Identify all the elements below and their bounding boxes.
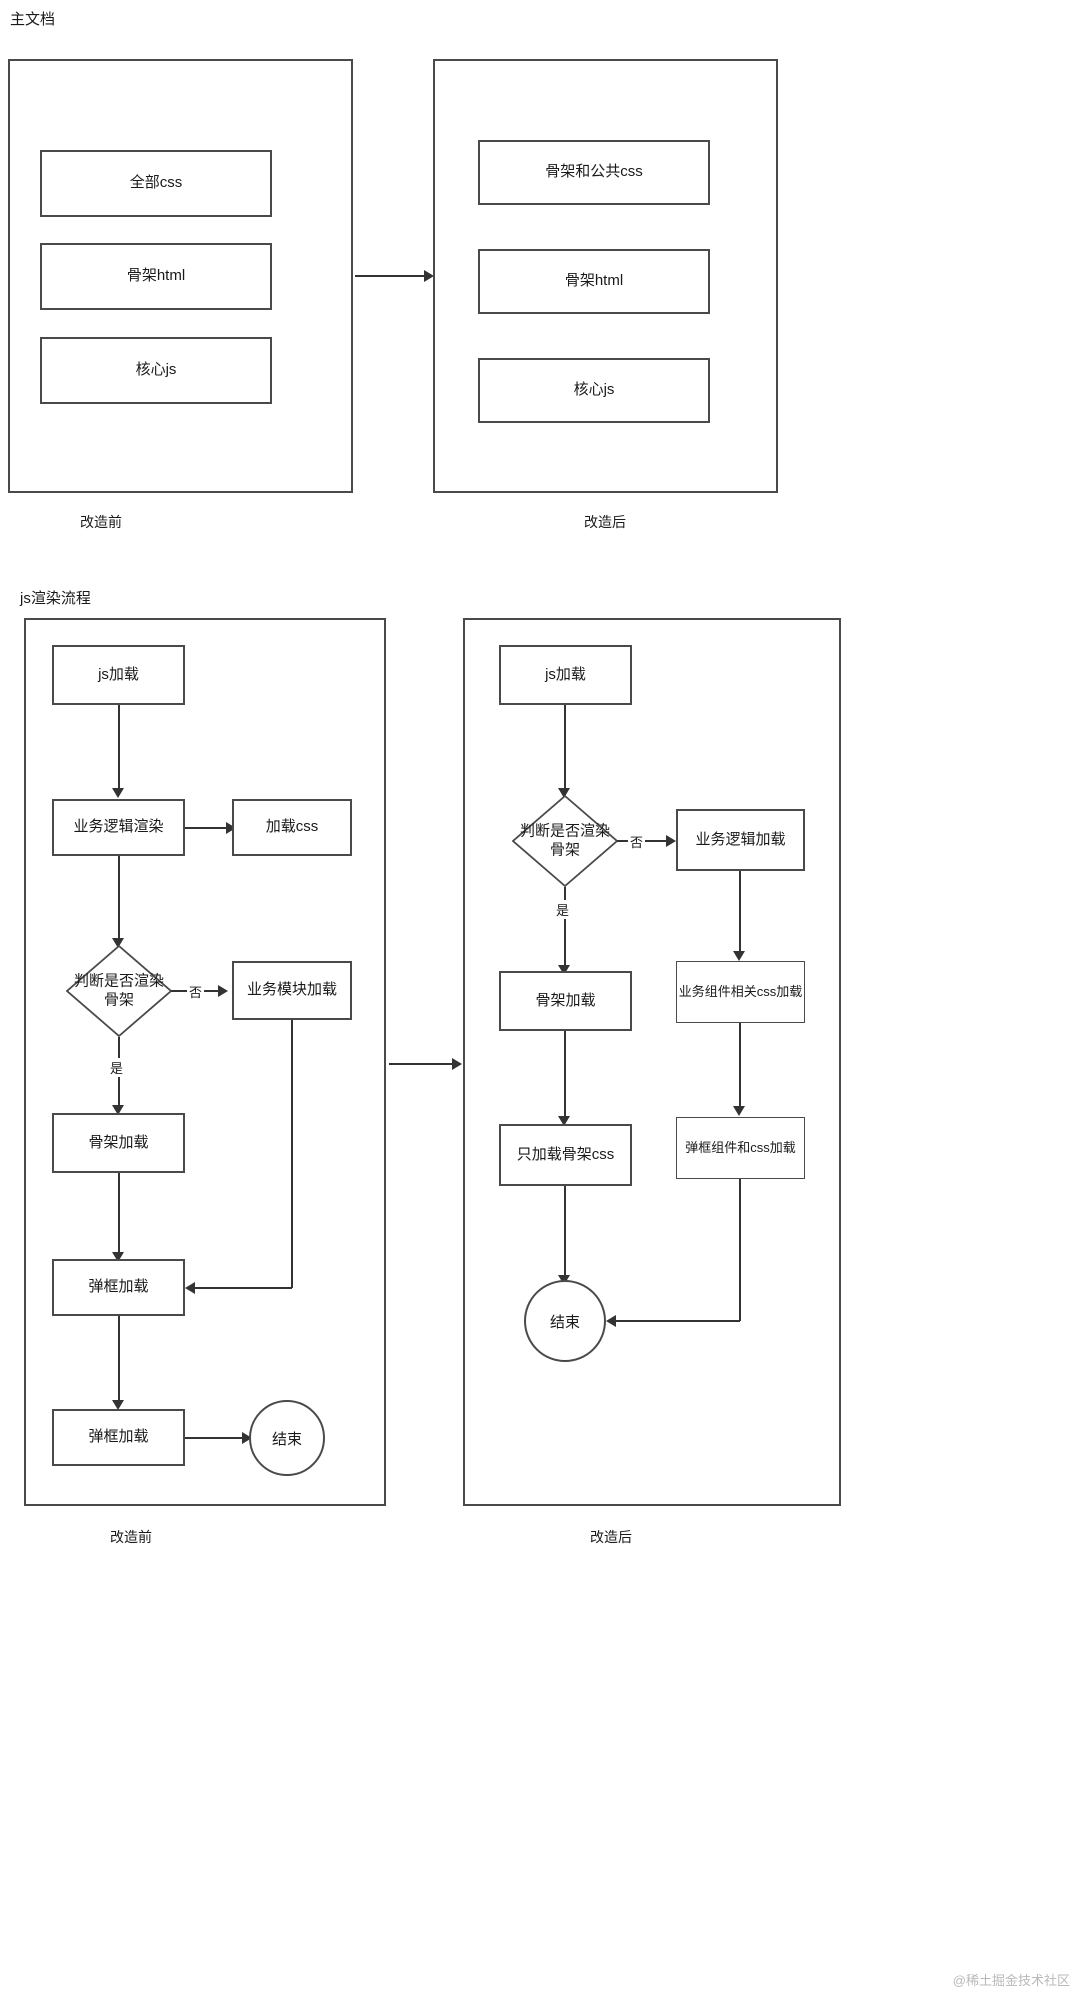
node-modal-load-1[interactable]: 弹框加载 <box>52 1259 185 1316</box>
arrowhead-modalcss-to-end <box>606 1315 616 1327</box>
node-business-logic-load[interactable]: 业务逻辑加载 <box>676 809 805 871</box>
caption-main-after: 改造后 <box>584 514 626 530</box>
arrowhead-module-load-to-modal1 <box>185 1282 195 1294</box>
arrowhead-jsload-to-bizrender <box>112 788 124 798</box>
edge-label-no-after: 否 <box>628 832 646 851</box>
node-core-js-before[interactable]: 核心js <box>40 337 272 404</box>
diamond-shape-icon-after <box>512 795 618 887</box>
arrowhead-main-before-to-after <box>424 270 434 282</box>
connector-modalcss-left-to-end <box>614 1320 740 1322</box>
caption-main-before: 改造前 <box>80 514 122 530</box>
node-skeleton-html-before[interactable]: 骨架html <box>40 243 272 310</box>
arrowhead-jsload-to-decision-after <box>558 788 570 798</box>
arrowhead-bizrender-to-loadcss <box>226 822 236 834</box>
arrowhead-modal2-to-end <box>242 1432 252 1444</box>
node-js-load-before[interactable]: js加载 <box>52 645 185 705</box>
connector-modal1-to-modal2 <box>118 1316 120 1403</box>
connector-onlycss-to-end <box>564 1186 566 1278</box>
arrowhead-flow-before-to-after <box>452 1058 462 1070</box>
connector-bizrender-to-decision <box>118 856 120 942</box>
arrowhead-skeleton-to-onlycss <box>558 1116 570 1126</box>
caption-flow-after: 改造后 <box>590 1529 632 1545</box>
connector-module-load-down <box>291 1020 293 1288</box>
arrowhead-modal1-to-modal2 <box>112 1400 124 1410</box>
arrowhead-decision-no-before <box>218 985 228 997</box>
arrowhead-skeleton-to-modal1 <box>112 1252 124 1262</box>
connector-jsload-to-decision-after <box>564 705 566 791</box>
node-core-js-after[interactable]: 核心js <box>478 358 710 423</box>
node-modal-load-2[interactable]: 弹框加载 <box>52 1409 185 1466</box>
arrowhead-decision-yes-before <box>112 1105 124 1115</box>
edge-label-yes-after: 是 <box>554 900 572 919</box>
node-js-load-after[interactable]: js加载 <box>499 645 632 705</box>
node-skeleton-load-after[interactable]: 骨架加载 <box>499 971 632 1031</box>
watermark: @稀土掘金技术社区 <box>952 1973 1070 1988</box>
arrowhead-decision-yes-after <box>558 965 570 975</box>
diamond-shape-icon <box>66 945 172 1037</box>
section-title-main-document: 主文档 <box>10 11 56 28</box>
js-flow-before-container <box>24 618 386 1506</box>
node-skeleton-html-after[interactable]: 骨架html <box>478 249 710 314</box>
node-decision-render-skeleton-after[interactable]: 判断是否渲染 骨架 <box>512 795 618 887</box>
node-decision-render-skeleton-before[interactable]: 判断是否渲染 骨架 <box>66 945 172 1037</box>
node-modal-component-css-load[interactable]: 弹框组件和css加载 <box>676 1117 805 1179</box>
connector-modal2-to-end <box>185 1437 247 1439</box>
node-end-before[interactable]: 结束 <box>249 1400 325 1476</box>
connector-bizrender-to-loadcss <box>185 827 231 829</box>
connector-module-load-left <box>193 1287 292 1289</box>
connector-compcss-to-modalcss <box>739 1023 741 1109</box>
connector-skeleton-to-onlycss <box>564 1031 566 1119</box>
node-end-after[interactable]: 结束 <box>524 1280 606 1362</box>
connector-bizload-to-compcss <box>739 871 741 954</box>
node-business-module-load[interactable]: 业务模块加载 <box>232 961 352 1020</box>
connector-skeleton-to-modal1 <box>118 1173 120 1255</box>
node-component-css-load[interactable]: 业务组件相关css加载 <box>676 961 805 1023</box>
edge-label-no-before: 否 <box>187 982 205 1001</box>
node-only-skeleton-css[interactable]: 只加载骨架css <box>499 1124 632 1186</box>
edge-label-yes-before: 是 <box>108 1058 126 1077</box>
arrowhead-compcss-to-modalcss <box>733 1106 745 1116</box>
connector-flow-before-to-after <box>389 1063 455 1065</box>
arrowhead-bizload-to-compcss <box>733 951 745 961</box>
node-load-css[interactable]: 加载css <box>232 799 352 856</box>
connector-main-before-to-after <box>355 275 427 277</box>
js-flow-after-container <box>463 618 841 1506</box>
node-all-css[interactable]: 全部css <box>40 150 272 217</box>
arrowhead-bizrender-to-decision <box>112 938 124 948</box>
node-skeleton-and-common-css[interactable]: 骨架和公共css <box>478 140 710 205</box>
arrowhead-decision-no-after <box>666 835 676 847</box>
section-title-js-render-flow: js渲染流程 <box>20 590 91 607</box>
connector-decision-yes-after <box>564 887 566 969</box>
node-skeleton-load-before[interactable]: 骨架加载 <box>52 1113 185 1173</box>
caption-flow-before: 改造前 <box>110 1529 152 1545</box>
connector-modalcss-down <box>739 1179 741 1321</box>
connector-jsload-to-bizrender <box>118 705 120 791</box>
node-business-logic-render[interactable]: 业务逻辑渲染 <box>52 799 185 856</box>
